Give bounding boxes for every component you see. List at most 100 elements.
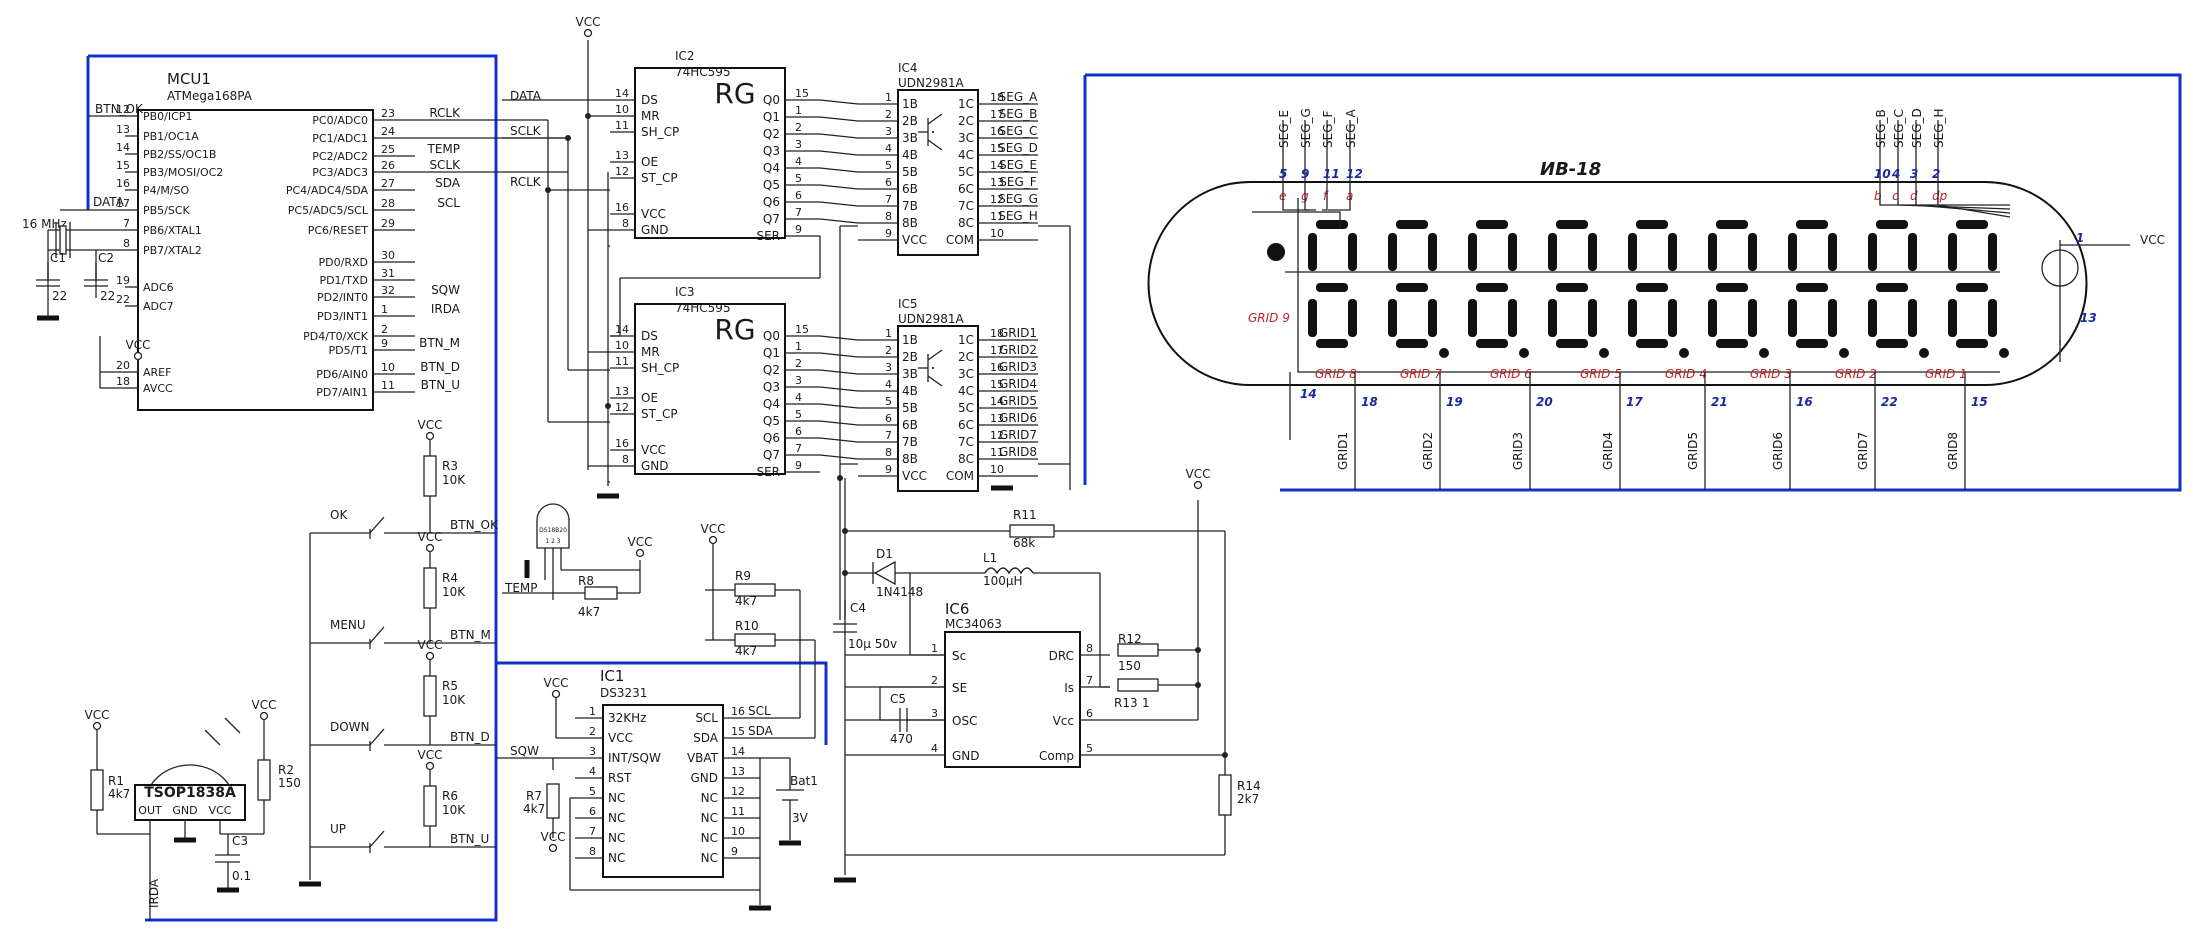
mcu-pin-num: 9 [381, 337, 388, 350]
r9-value: 4k7 [735, 594, 757, 608]
ic3-pin-name: SER [756, 465, 780, 479]
seg-internal [1937, 182, 2011, 218]
tube-pin: 16 [1796, 395, 1813, 409]
transistor-glyph [927, 139, 943, 151]
seg-net: SEG_D [1910, 108, 1924, 148]
grid-net: GRID1 [1336, 432, 1350, 470]
ic2-ref: IC2 [675, 49, 695, 63]
ic2-pin-num: 11 [615, 119, 629, 132]
ic4-pin-num: 2 [885, 108, 892, 121]
r8-value: 4k7 [578, 605, 600, 619]
ic3-ref: IC3 [675, 285, 695, 299]
vcc-terminal [92, 721, 102, 731]
tube-dp-dot [1839, 348, 1849, 358]
seg-internal [1897, 182, 2011, 210]
ds3231-pin-num: 4 [589, 765, 596, 778]
tube-pin: 21 [1711, 395, 1728, 409]
tube-internal-wire [1252, 211, 1341, 228]
tube-pin: 18 [1361, 395, 1378, 409]
vcc-terminal [635, 548, 645, 558]
seg-internal [1304, 182, 1316, 211]
mc34063-pin-name: DRC [1049, 649, 1074, 663]
vcc-label: VCC [701, 522, 726, 536]
tube-segment [1388, 233, 1397, 271]
tube-segment [1876, 220, 1908, 229]
button-label: MENU [330, 618, 366, 632]
ds3231-pin-num: 14 [731, 745, 745, 758]
junction-dot [545, 187, 551, 193]
l1-value: 100µH [983, 574, 1023, 588]
vcc-label: VCC [628, 535, 653, 549]
ic2-pin-num: 1 [795, 104, 802, 117]
ic2-pin-num: 3 [795, 138, 802, 151]
mc34063-pin-name: Is [1064, 681, 1074, 695]
ic2-pin-num: 16 [615, 201, 629, 214]
ic4-pin-name: 6C [958, 182, 974, 196]
mcu-pin-name: PC2/ADC2 [312, 150, 368, 163]
tube-segment [1508, 233, 1517, 271]
mc34063-chip [944, 631, 1081, 768]
bus-wire [819, 133, 859, 139]
ic5-net-label: GRID2 [999, 343, 1037, 357]
ic5-pin-num: 12 [990, 429, 1004, 442]
c2-value: 22 [100, 289, 115, 303]
d1-ref: D1 [876, 547, 893, 561]
ic3-pin-num: 11 [615, 355, 629, 368]
mcu-pin-num: 19 [116, 274, 130, 287]
ic5-net-label: GRID6 [999, 411, 1037, 425]
ic2-func: RG [714, 77, 755, 110]
ic5-pin-num: 7 [885, 429, 892, 442]
vcc-label: VCC [418, 748, 443, 762]
mcu-pin-num: 31 [381, 267, 395, 280]
bus-wire [819, 184, 859, 190]
mcu-pin-num: 10 [381, 361, 395, 374]
mc34063-pin-num: 8 [1086, 642, 1093, 655]
tube-segment [1908, 299, 1917, 337]
ic4-pin-name: 4B [902, 148, 918, 162]
ic4-pin-num: 10 [990, 227, 1004, 240]
ic2-pin-num: 5 [795, 172, 802, 185]
tube-pin: 17 [1626, 395, 1643, 409]
tube-internal-wire [1297, 198, 2000, 373]
grid-label: GRID 6 [1490, 367, 1532, 381]
tube-pin: 9 [1301, 167, 1309, 181]
c3-ref: C3 [232, 834, 248, 848]
ic2-pin-name: OE [641, 155, 658, 169]
tube-pin: 12 [1346, 167, 1363, 181]
ds3231-pin-num: 11 [731, 805, 745, 818]
ic3-pin-num: 5 [795, 408, 802, 421]
mcu-pin-num: 28 [381, 197, 395, 210]
tube-segment [1388, 299, 1397, 337]
ic4-net-label: SEG_D [998, 141, 1038, 155]
mc34063-pin-name: Sc [952, 649, 966, 663]
crystal [59, 225, 67, 255]
vcc-terminal [425, 543, 435, 553]
mcu-net-label: IRDA [431, 302, 461, 316]
ic4-net-label: SEG_A [999, 90, 1038, 104]
net-sqw: SQW [510, 744, 539, 758]
ic4-pin-num: 12 [990, 193, 1004, 206]
ic3-pin-name: Q0 [763, 329, 780, 343]
mcu-pin-num: 2 [381, 323, 388, 336]
button-label: DOWN [330, 720, 370, 734]
ic4-pin-num: 7 [885, 193, 892, 206]
pullup-ref: R5 [442, 679, 458, 693]
ir-arrow [224, 717, 241, 734]
c5-value: 470 [890, 732, 913, 746]
mcu-net-label: BTN_D [420, 360, 460, 374]
ds3231-pin-name: NC [701, 851, 718, 865]
mcu-pin-num: 1 [381, 303, 388, 316]
ic5-pin-name: VCC [902, 469, 927, 483]
mcu-pin-name: PD2/INT0 [317, 291, 368, 304]
junction-dot [585, 113, 591, 119]
tube-segment [1668, 299, 1677, 337]
r12-ref: R12 [1118, 632, 1142, 646]
tube-segment [1828, 299, 1837, 337]
d1-value: 1N4148 [876, 585, 923, 599]
ic3-pin-num: 14 [615, 323, 629, 336]
tube-indicator-dot [1267, 243, 1285, 261]
tube-pin: 1 [2076, 231, 2084, 245]
grid-label: GRID 5 [1580, 367, 1622, 381]
bus-wire [819, 218, 859, 224]
ic5-pin-name: 8B [902, 452, 918, 466]
